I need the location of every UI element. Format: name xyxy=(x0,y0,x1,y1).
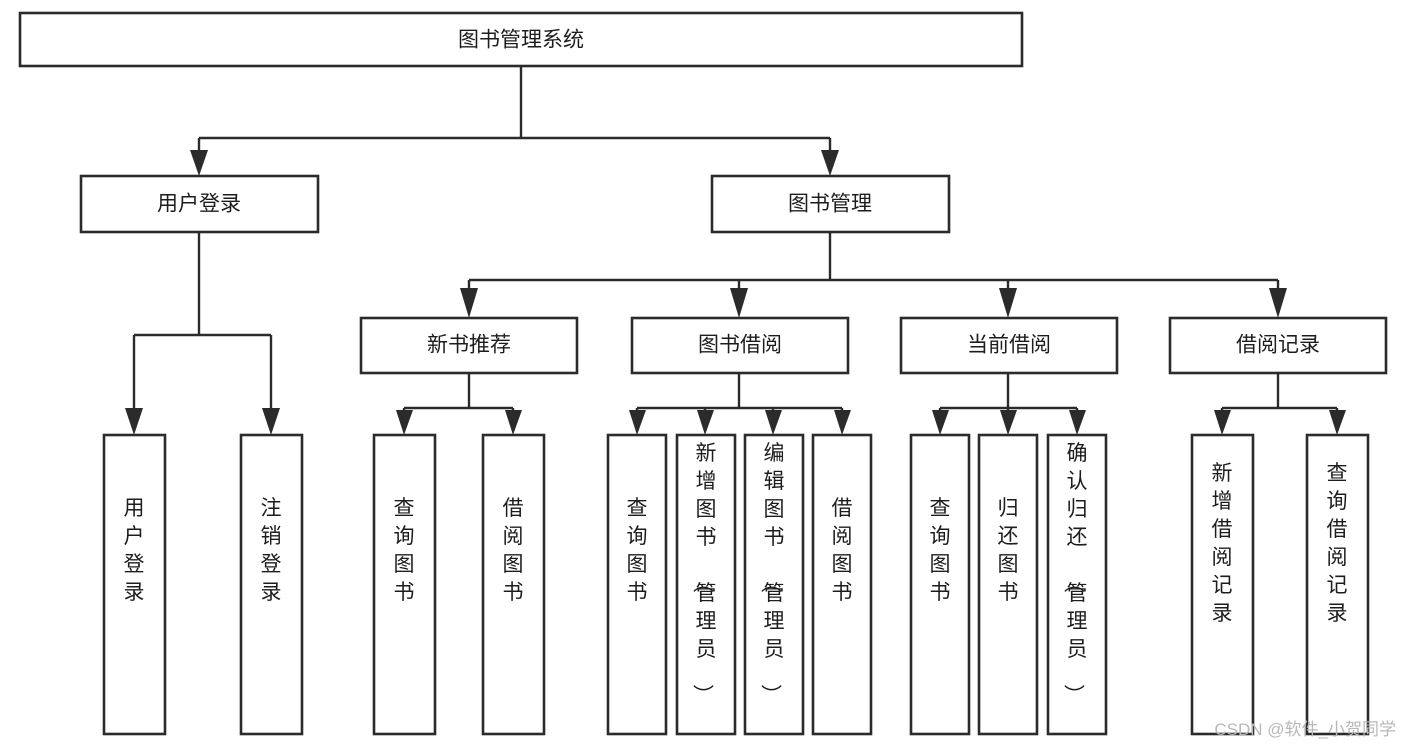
node-leaf-query-book-2[interactable]: 查询图书 xyxy=(606,433,668,736)
connector-layer xyxy=(125,66,1346,435)
node-leaf-edit-book-box[interactable] xyxy=(743,433,805,736)
node-leaf-query-book-1-label: 查询图书 xyxy=(394,497,415,604)
node-leaf-query-book-1[interactable]: 查询图书 xyxy=(372,433,437,736)
node-book-management-box[interactable] xyxy=(710,174,951,234)
node-leaf-return-book-label: 归还图书 xyxy=(998,497,1019,604)
node-user-login[interactable]: 用户登录 xyxy=(79,174,320,234)
node-leaf-borrow-book-2-box[interactable] xyxy=(811,433,873,736)
node-leaf-edit-book-label: 编辑图书（管理员） xyxy=(759,442,785,705)
node-leaf-query-book-2-box[interactable] xyxy=(606,433,668,736)
node-leaf-query-book-3[interactable]: 查询图书 xyxy=(909,433,971,736)
node-leaf-logout-login[interactable]: 注销登录 xyxy=(239,433,304,736)
node-current-borrow[interactable]: 当前借阅 xyxy=(899,316,1119,375)
arrow-to-leaf-add-book xyxy=(697,410,714,435)
arrow-to-leaf-borrow-book-2 xyxy=(834,410,851,435)
arrow-to-new-book-recommend xyxy=(460,288,478,318)
node-book-borrow-box[interactable] xyxy=(630,316,850,375)
node-leaf-user-login-box[interactable] xyxy=(102,433,167,736)
node-current-borrow-label: 当前借阅 xyxy=(967,334,1051,357)
node-new-book-recommend-box[interactable] xyxy=(359,316,579,375)
arrow-to-book-borrow xyxy=(730,288,748,318)
node-borrow-record-label: 借阅记录 xyxy=(1236,334,1320,357)
arrow-to-leaf-confirm-return xyxy=(1069,410,1086,435)
node-leaf-add-record[interactable]: 新增借阅记录 xyxy=(1190,433,1255,736)
node-leaf-query-book-3-box[interactable] xyxy=(909,433,971,736)
node-leaf-borrow-book-1[interactable]: 借阅图书 xyxy=(481,433,546,736)
node-leaf-confirm-return[interactable]: 确认归还（管理员） xyxy=(1046,433,1108,736)
node-leaf-confirm-return-box[interactable] xyxy=(1046,433,1108,736)
arrow-to-leaf-query-book-2 xyxy=(629,410,646,435)
node-leaf-borrow-book-1-label: 借阅图书 xyxy=(503,497,524,604)
node-new-book-recommend[interactable]: 新书推荐 xyxy=(359,316,579,375)
node-leaf-user-login-label: 用户登录 xyxy=(124,497,145,604)
arrow-to-leaf-add-record xyxy=(1214,410,1231,435)
leaf-nodes-layer: 用户登录 注销登录 查询图书 借阅图书 查询图书 新增图书（管理员） xyxy=(102,433,1370,736)
arrow-to-leaf-user-login xyxy=(125,408,143,435)
node-leaf-borrow-book-2-label: 借阅图书 xyxy=(832,497,853,604)
arrow-to-leaf-return-book xyxy=(1000,410,1017,435)
arrow-to-user-login xyxy=(190,150,208,176)
node-root-box[interactable] xyxy=(18,11,1024,68)
arrow-to-leaf-query-book-1 xyxy=(396,410,413,435)
csdn-watermark: CSDN @软件_小贺同学 xyxy=(1214,720,1396,739)
node-leaf-borrow-book-1-box[interactable] xyxy=(481,433,546,736)
arrow-to-leaf-borrow-book-1 xyxy=(505,410,522,435)
node-leaf-return-book[interactable]: 归还图书 xyxy=(977,433,1039,736)
node-leaf-add-record-box[interactable] xyxy=(1190,433,1255,736)
node-leaf-logout-login-box[interactable] xyxy=(239,433,304,736)
node-book-management[interactable]: 图书管理 xyxy=(710,174,951,234)
node-leaf-query-record-label: 查询借阅记录 xyxy=(1327,462,1348,625)
node-leaf-query-book-3-label: 查询图书 xyxy=(930,497,951,604)
node-user-login-box[interactable] xyxy=(79,174,320,234)
node-current-borrow-box[interactable] xyxy=(899,316,1119,375)
node-leaf-query-book-2-label: 查询图书 xyxy=(627,497,648,604)
node-borrow-record[interactable]: 借阅记录 xyxy=(1168,316,1388,375)
arrow-to-book-management xyxy=(821,150,839,176)
node-leaf-query-record[interactable]: 查询借阅记录 xyxy=(1305,433,1370,736)
arrow-to-current-borrow xyxy=(999,288,1017,318)
node-leaf-edit-book[interactable]: 编辑图书（管理员） xyxy=(743,433,805,736)
node-book-borrow[interactable]: 图书借阅 xyxy=(630,316,850,375)
arrow-to-leaf-edit-book xyxy=(765,410,782,435)
node-leaf-logout-login-label: 注销登录 xyxy=(261,497,282,604)
node-new-book-recommend-label: 新书推荐 xyxy=(427,334,511,357)
node-leaf-add-book[interactable]: 新增图书（管理员） xyxy=(675,433,737,736)
arrow-to-leaf-query-record xyxy=(1329,410,1346,435)
node-leaf-return-book-box[interactable] xyxy=(977,433,1039,736)
node-root-label: 图书管理系统 xyxy=(458,29,584,52)
node-leaf-add-record-label: 新增借阅记录 xyxy=(1212,462,1233,625)
node-leaf-confirm-return-label: 确认归还（管理员） xyxy=(1062,442,1088,705)
arrow-to-leaf-logout-login xyxy=(262,408,280,435)
node-book-borrow-label: 图书借阅 xyxy=(698,334,782,357)
node-leaf-add-book-label: 新增图书（管理员） xyxy=(691,442,717,705)
node-borrow-record-box[interactable] xyxy=(1168,316,1388,375)
node-book-management-label: 图书管理 xyxy=(788,193,872,216)
node-leaf-query-record-box[interactable] xyxy=(1305,433,1370,736)
node-user-login-label: 用户登录 xyxy=(157,193,241,216)
arrow-to-leaf-query-book-3 xyxy=(932,410,949,435)
node-leaf-user-login[interactable]: 用户登录 xyxy=(102,433,167,736)
node-leaf-add-book-box[interactable] xyxy=(675,433,737,736)
node-leaf-query-book-1-box[interactable] xyxy=(372,433,437,736)
node-root[interactable]: 图书管理系统 xyxy=(18,11,1024,68)
node-leaf-borrow-book-2[interactable]: 借阅图书 xyxy=(811,433,873,736)
arrow-to-borrow-record xyxy=(1269,288,1287,318)
